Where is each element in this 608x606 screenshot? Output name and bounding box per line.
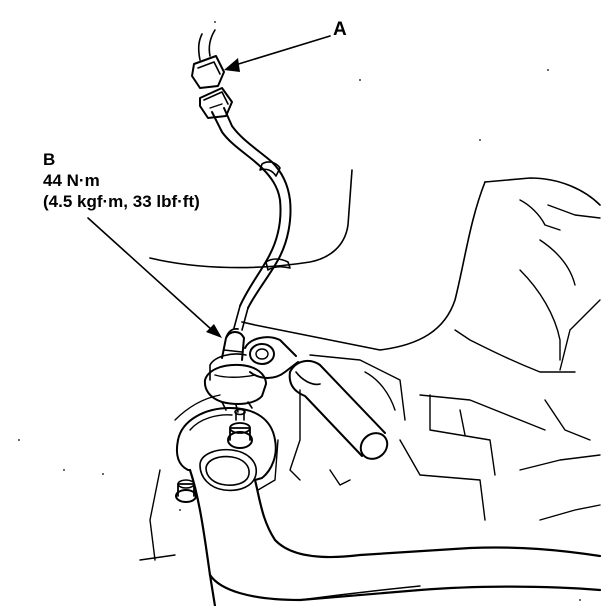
callout-b-torque-alt: (4.5 kgf·m, 33 lbf·ft) [43, 192, 200, 211]
sensor-connector-lower [199, 87, 233, 119]
callout-b-torque: 44 N·m [43, 171, 100, 190]
callout-a-label: A [333, 19, 347, 40]
flange-stud-left [175, 479, 197, 503]
leader-line-b [87, 217, 222, 338]
oxygen-sensor-body [221, 305, 249, 361]
engine-body-outline [139, 169, 601, 561]
exhaust-pipe [188, 448, 602, 606]
background-dots [18, 21, 581, 601]
exhaust-flange [175, 407, 277, 481]
flange-stud-right [227, 408, 253, 449]
leader-line-a [224, 35, 331, 72]
callout-b-label: B [43, 150, 56, 169]
sensor-harness-wire [211, 107, 292, 309]
sensor-socket-tool [244, 336, 389, 460]
connector-a [191, 29, 225, 89]
